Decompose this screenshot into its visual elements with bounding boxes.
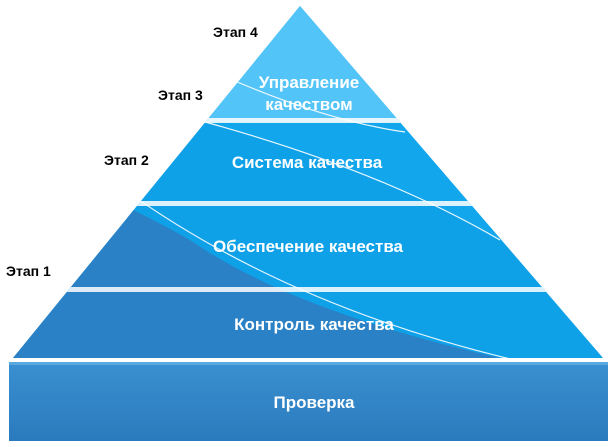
layer-label-management-line1: Управление xyxy=(259,73,359,92)
separator-system xyxy=(13,201,603,206)
layer-label-quality-control: Контроль качества xyxy=(234,315,394,334)
layer-label-inspection: Проверка xyxy=(273,393,355,412)
separator-assurance xyxy=(13,287,603,292)
wave-curve-bottom xyxy=(124,189,603,358)
stage-label-1: Этап 1 xyxy=(6,263,51,279)
mid-wave-band xyxy=(13,122,603,358)
layer-label-management-line2: качеством xyxy=(265,95,352,114)
layer-label-quality-assurance: Обеспечение качества xyxy=(213,237,404,256)
base-block xyxy=(9,362,608,441)
stage-label-4: Этап 4 xyxy=(213,24,258,40)
layer-label-quality-system: Система качества xyxy=(232,153,383,172)
stage-label-2: Этап 2 xyxy=(104,152,149,168)
stage-label-3: Этап 3 xyxy=(158,87,203,103)
base-block-highlight xyxy=(9,362,608,365)
dark-wave-region xyxy=(13,150,603,358)
separator-top xyxy=(13,118,603,123)
wave-curve-middle xyxy=(204,121,501,241)
